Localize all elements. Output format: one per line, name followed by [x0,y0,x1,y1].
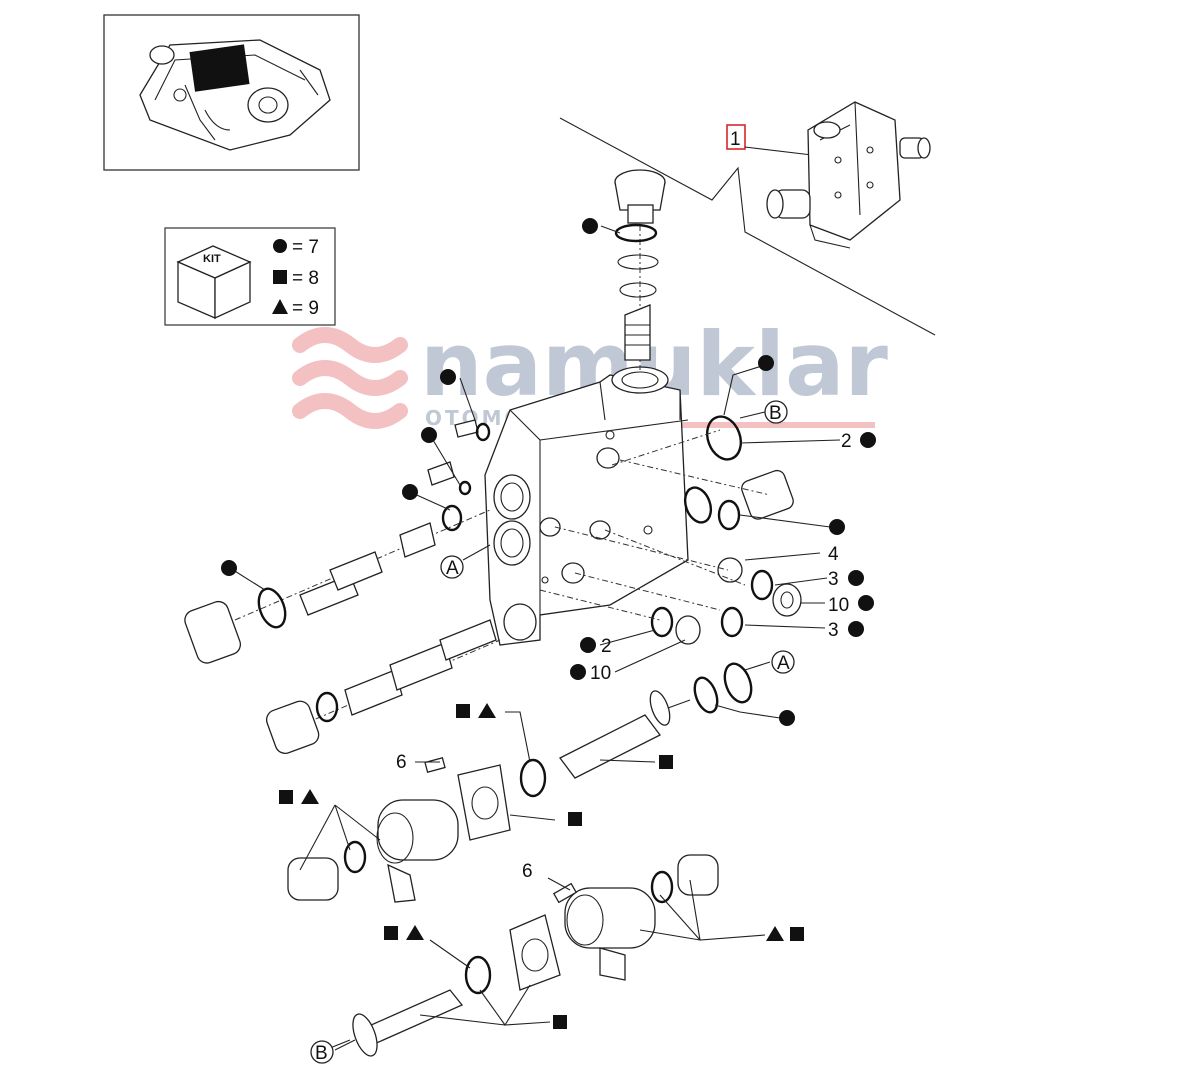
marker-circle [779,710,795,726]
callout-10-upper: 10 [828,595,849,616]
marker-circle [402,484,418,500]
assembly-callout: 1 [730,129,741,150]
kit-square-value: = 8 [292,268,319,289]
assembly-callout-box [726,124,746,150]
left-spool-upper [184,504,491,664]
marker-circle [848,621,864,637]
marker-circle [848,570,864,586]
marker-triangle [406,925,424,940]
marker-circle [421,427,437,443]
marker-square [553,1015,567,1029]
kit-box-icon: KIT [176,245,252,320]
relief-valve-stack [614,169,666,370]
callout-2-top: 2 [841,431,852,452]
kit-square-symbol [273,270,287,284]
kit-markers [221,218,876,1029]
marker-circle [860,432,876,448]
cylinder-housing-lower [329,854,719,1057]
connectors: B A A B [310,400,795,1064]
kit-label: KIT [203,253,221,265]
marker-circle [570,664,586,680]
callout-4: 4 [828,544,839,565]
connector-a-left [440,555,464,579]
marker-square [790,927,804,941]
valve-body [484,366,689,646]
inset-valve-highlight [189,44,250,92]
connector-a-right-label: A [777,653,790,674]
right-seals [539,415,802,645]
watermark-underline [600,422,875,428]
spool-a [519,662,753,798]
assembly-view: 1 [559,101,936,336]
callout-3-upper: 3 [828,569,839,590]
connector-a-left-label: A [446,558,459,579]
connector-b-top-label: B [769,403,782,424]
callout-6-lower: 6 [522,861,533,882]
watermark-logo-waves [292,327,408,429]
callout-3-lower: 3 [828,620,839,641]
marker-square [456,704,470,718]
kit-legend: KIT = 7 = 8 = 9 [164,227,336,326]
marker-circle [858,595,874,611]
marker-circle [440,369,456,385]
inset-housing-drawing [139,39,331,151]
marker-square [659,755,673,769]
kit-circle-value: = 7 [292,237,319,258]
connector-b-bottom [310,1040,334,1064]
left-small-parts [427,419,491,496]
marker-triangle [766,926,784,941]
callout-10-lower: 10 [590,663,611,684]
marker-circle [758,355,774,371]
kit-circle-symbol [273,239,287,253]
marker-square [279,790,293,804]
kit-triangle-symbol [272,299,288,314]
connector-a-right [771,650,795,674]
marker-square [384,926,398,940]
callout-2-lower: 2 [601,636,612,657]
location-inset [103,14,360,171]
marker-circle [221,560,237,576]
marker-triangle [478,703,496,718]
kit-triangle-value: = 9 [292,298,319,319]
marker-square [568,812,582,826]
numeric-callouts: 2 4 3 10 3 2 10 6 6 [396,431,852,882]
marker-triangle [301,789,319,804]
connector-b-bottom-label: B [315,1043,328,1064]
marker-circle [829,519,845,535]
marker-circle [580,637,596,653]
assembled-valve-drawing [766,101,931,249]
left-spool-lower [265,619,501,754]
callout-6-upper: 6 [396,752,407,773]
marker-circle [582,218,598,234]
separator-line [559,117,936,336]
